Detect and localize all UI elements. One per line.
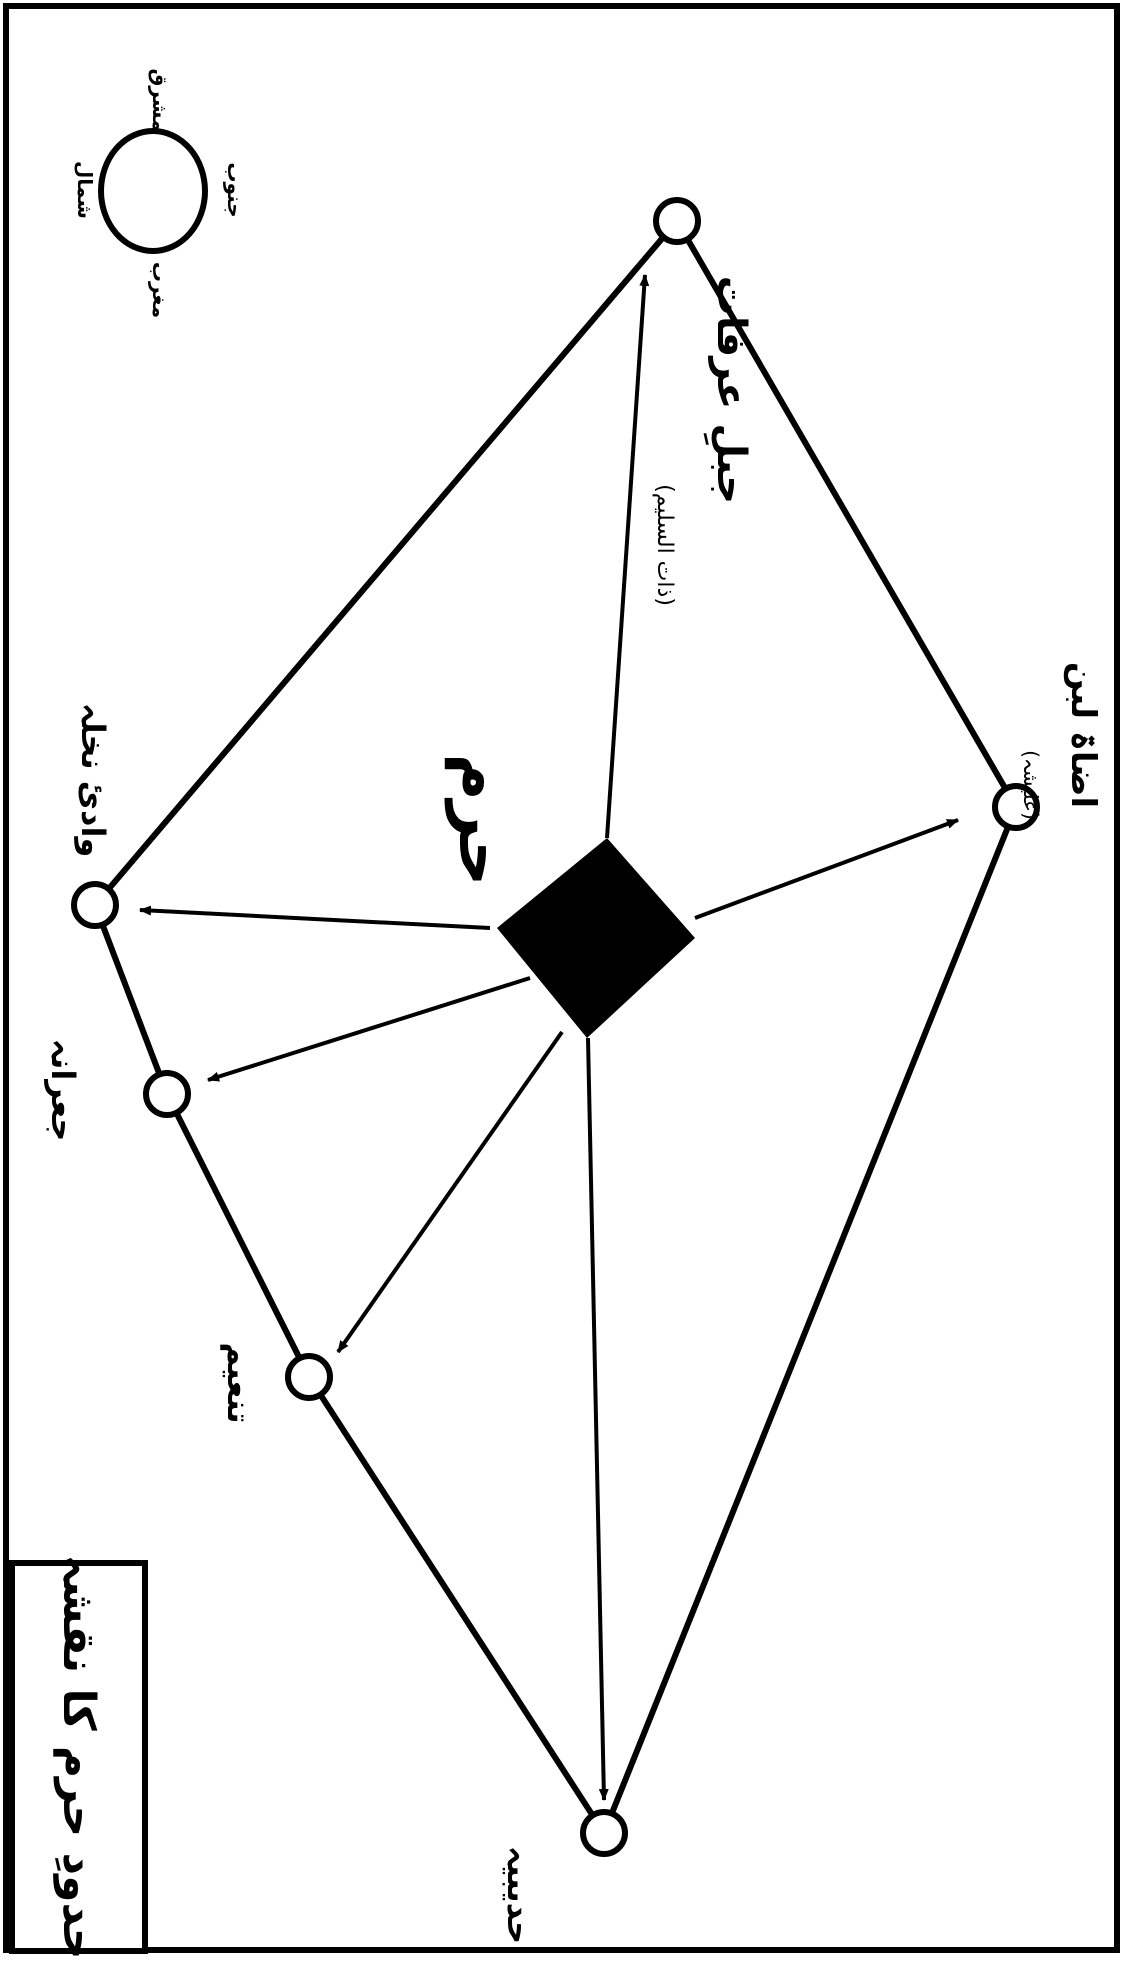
sub-adat-laban: (علیشہ) bbox=[1019, 750, 1043, 820]
label-jabal-arafat: جبلِ عرفات bbox=[703, 276, 754, 504]
sub-jabal-arafat: (ذات السلیم) bbox=[652, 484, 677, 606]
label-tanim: تنعیم bbox=[220, 1342, 258, 1423]
compass-north-label: شمال bbox=[73, 161, 97, 219]
label-hudaybiyah: حدیبیہ bbox=[500, 1846, 538, 1944]
title-box bbox=[9, 1560, 148, 1954]
arrow-to-jiranah bbox=[207, 976, 531, 1082]
haram-boundary-outline bbox=[92, 218, 1019, 1836]
point-wadi-nakhla bbox=[71, 881, 119, 929]
kaaba-diamond bbox=[497, 838, 695, 1038]
arrow-to-wadi-nakhla bbox=[139, 905, 491, 930]
center-label: حرم bbox=[444, 754, 518, 887]
label-jiranah: جعرانہ bbox=[44, 1039, 82, 1142]
point-tanim bbox=[285, 1353, 333, 1401]
arrow-to-hudaybiyah bbox=[586, 1037, 609, 1801]
label-adat-laban: اضاۃ لبن bbox=[1063, 662, 1103, 808]
map-border bbox=[3, 3, 1120, 1953]
point-jiranah bbox=[143, 1070, 191, 1118]
map-title: حدودِ حرم کا نقشہ bbox=[53, 1554, 104, 1959]
compass-south-label: جنوب bbox=[223, 162, 247, 217]
arrow-to-tanim bbox=[336, 1030, 564, 1354]
point-hudaybiyah bbox=[580, 1809, 628, 1857]
arrow-to-jabal-arafat bbox=[605, 274, 650, 839]
point-jabal-arafat bbox=[653, 197, 701, 245]
point-adat-laban bbox=[992, 783, 1040, 831]
label-wadi-nakhla: وادیٔ نخلہ bbox=[74, 703, 112, 858]
compass-east-label: مشرق bbox=[148, 68, 172, 131]
compass-west-label: مغرب bbox=[148, 262, 172, 318]
compass-circle bbox=[98, 128, 208, 254]
arrow-to-adat-laban bbox=[694, 818, 959, 920]
